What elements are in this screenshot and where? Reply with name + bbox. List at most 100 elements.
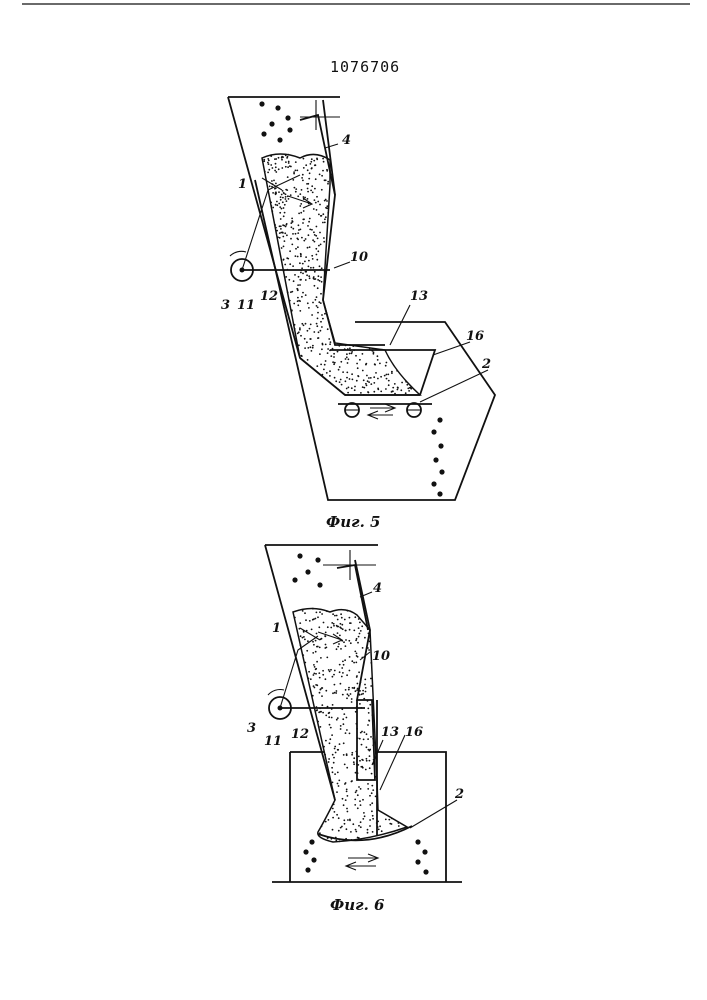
stipple-dot [322, 318, 324, 320]
stipple-dot [304, 338, 306, 340]
stipple-dot [351, 660, 353, 662]
stipple-dot [408, 390, 410, 392]
stipple-dot [316, 254, 318, 256]
stipple-dot [391, 818, 393, 820]
stipple-dot [367, 832, 369, 834]
leader-4 [325, 144, 338, 148]
stipple-dot [331, 767, 333, 769]
stipple-dot [319, 265, 321, 267]
stipple-dot [346, 753, 348, 755]
stipple-dot [321, 267, 323, 269]
stipple-dot [277, 236, 279, 238]
stipple-dot [334, 748, 336, 750]
stipple-dot [349, 347, 351, 349]
stipple-dot [336, 690, 338, 692]
stipple-dot [347, 795, 349, 797]
stipple-dot [338, 817, 340, 819]
stipple-dot [310, 190, 312, 192]
stipple-dot [326, 647, 328, 649]
stipple-dot [329, 375, 331, 377]
stipple-dot [275, 204, 277, 206]
stipple-dot [300, 335, 302, 337]
stipple-dot [282, 197, 284, 199]
stipple-dot [300, 212, 302, 214]
stipple-dot [337, 783, 339, 785]
stipple-dot [365, 383, 367, 385]
granule [433, 457, 438, 462]
stipple-dot [324, 222, 326, 224]
stipple-dot [292, 179, 294, 181]
stipple-dot [305, 619, 307, 621]
granule [439, 469, 444, 474]
stipple-dot [307, 169, 309, 171]
stipple-dot [317, 721, 319, 723]
stipple-dot [325, 715, 327, 717]
stipple-dot [369, 755, 371, 757]
stipple-dot [342, 628, 344, 630]
stipple-dot [336, 648, 338, 650]
stipple-dot [311, 185, 313, 187]
stipple-dot [308, 260, 310, 262]
stipple-dot [368, 392, 370, 394]
stipple-dot [322, 213, 324, 215]
stipple-dot [370, 685, 372, 687]
stipple-dot [342, 718, 344, 720]
stipple-dot [301, 296, 303, 298]
stipple-dot [268, 160, 270, 162]
stipple-dot [367, 738, 369, 740]
stipple-dot [377, 388, 379, 390]
stipple-dot [357, 367, 359, 369]
stipple-dot [285, 155, 287, 157]
stipple-dot [337, 749, 339, 751]
stipple-dot [321, 175, 323, 177]
stipple-dot [346, 767, 348, 769]
stipple-dot [308, 678, 310, 680]
stipple-dot [316, 684, 318, 686]
stipple-dot [320, 364, 322, 366]
stipple-dot [330, 669, 332, 671]
stipple-dot [346, 808, 348, 810]
stipple-dot [388, 384, 390, 386]
stipple-dot [320, 302, 322, 304]
stipple-dot [314, 271, 316, 273]
stipple-dot [353, 687, 355, 689]
stipple-dot [307, 302, 309, 304]
stipple-dot [322, 674, 324, 676]
stipple-dot [333, 353, 335, 355]
stipple-dot [316, 305, 318, 307]
stipple-dot [315, 178, 317, 180]
stipple-dot [278, 203, 280, 205]
stipple-dot [347, 693, 349, 695]
stipple-dot [315, 202, 317, 204]
stipple-dot [292, 233, 294, 235]
label-11: 11 [264, 734, 282, 749]
stipple-dot [323, 369, 325, 371]
stipple-dot [322, 222, 324, 224]
stipple-dot [332, 817, 334, 819]
stipple-dot [309, 229, 311, 231]
stipple-dot [340, 648, 342, 650]
stipple-dot [359, 703, 361, 705]
stipple-dot [281, 208, 283, 210]
stipple-dot [301, 267, 303, 269]
stipple-dot [307, 198, 309, 200]
stipple-dot [305, 256, 307, 258]
stipple-dot [333, 757, 335, 759]
stipple-dot [302, 610, 304, 612]
stipple-dot [291, 244, 293, 246]
stipple-dot [397, 389, 399, 391]
stipple-dot [289, 250, 291, 252]
stipple-dot [348, 689, 350, 691]
stipple-dot [297, 304, 299, 306]
figure-6: 1 2 3 4 10 11 12 13 16 Фиг. 6 [247, 545, 464, 914]
motion-arrow-right [370, 404, 395, 412]
stipple-dot [325, 690, 327, 692]
stipple-dot [363, 812, 365, 814]
stipple-dot [303, 158, 305, 160]
stipple-dot [308, 266, 310, 268]
stipple-dot [268, 163, 270, 165]
stipple-dot [358, 636, 360, 638]
stipple-dot [282, 190, 284, 192]
stipple-dot [354, 616, 356, 618]
